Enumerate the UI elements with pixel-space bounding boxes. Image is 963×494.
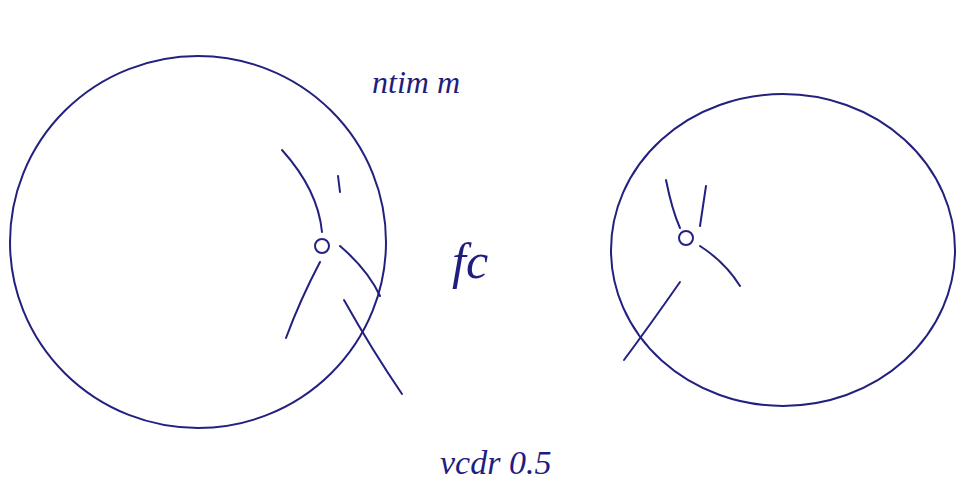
vessel-line bbox=[338, 176, 340, 192]
vessel-line bbox=[340, 246, 380, 296]
vessel-line bbox=[700, 186, 706, 226]
handwritten-note: ntim m bbox=[372, 66, 460, 98]
vessel-line bbox=[700, 246, 740, 286]
cup-mark bbox=[679, 231, 693, 245]
vessel-line bbox=[344, 300, 402, 394]
handwritten-note: fc bbox=[452, 236, 488, 286]
handwritten-note: vcdr 0.5 bbox=[440, 446, 551, 480]
vessel-line bbox=[624, 282, 680, 360]
cup-mark bbox=[315, 239, 329, 253]
left-disc-outline bbox=[10, 56, 386, 428]
vessel-line bbox=[666, 180, 680, 228]
vessel-line bbox=[286, 262, 320, 338]
right-disc-outline bbox=[611, 94, 955, 406]
vessel-line bbox=[282, 150, 322, 232]
